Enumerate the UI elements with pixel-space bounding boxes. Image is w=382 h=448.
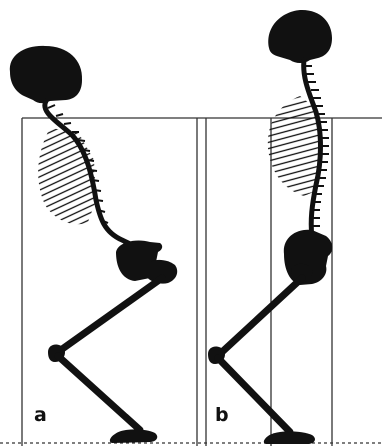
- figure-b: [208, 10, 332, 444]
- panel-label-b: b: [215, 406, 229, 425]
- figure-a: [10, 46, 177, 443]
- femur-b: [222, 278, 302, 352]
- skull-a: [10, 46, 82, 103]
- femur-a: [58, 278, 162, 352]
- kyphosis-hatch-b: [268, 96, 318, 196]
- tibia-b: [218, 358, 290, 432]
- foot-a: [110, 429, 157, 443]
- kyphosis-hatch-a: [38, 128, 96, 224]
- skull-b: [268, 10, 332, 63]
- tibia-a: [58, 356, 140, 430]
- panel-label-a: a: [34, 406, 47, 425]
